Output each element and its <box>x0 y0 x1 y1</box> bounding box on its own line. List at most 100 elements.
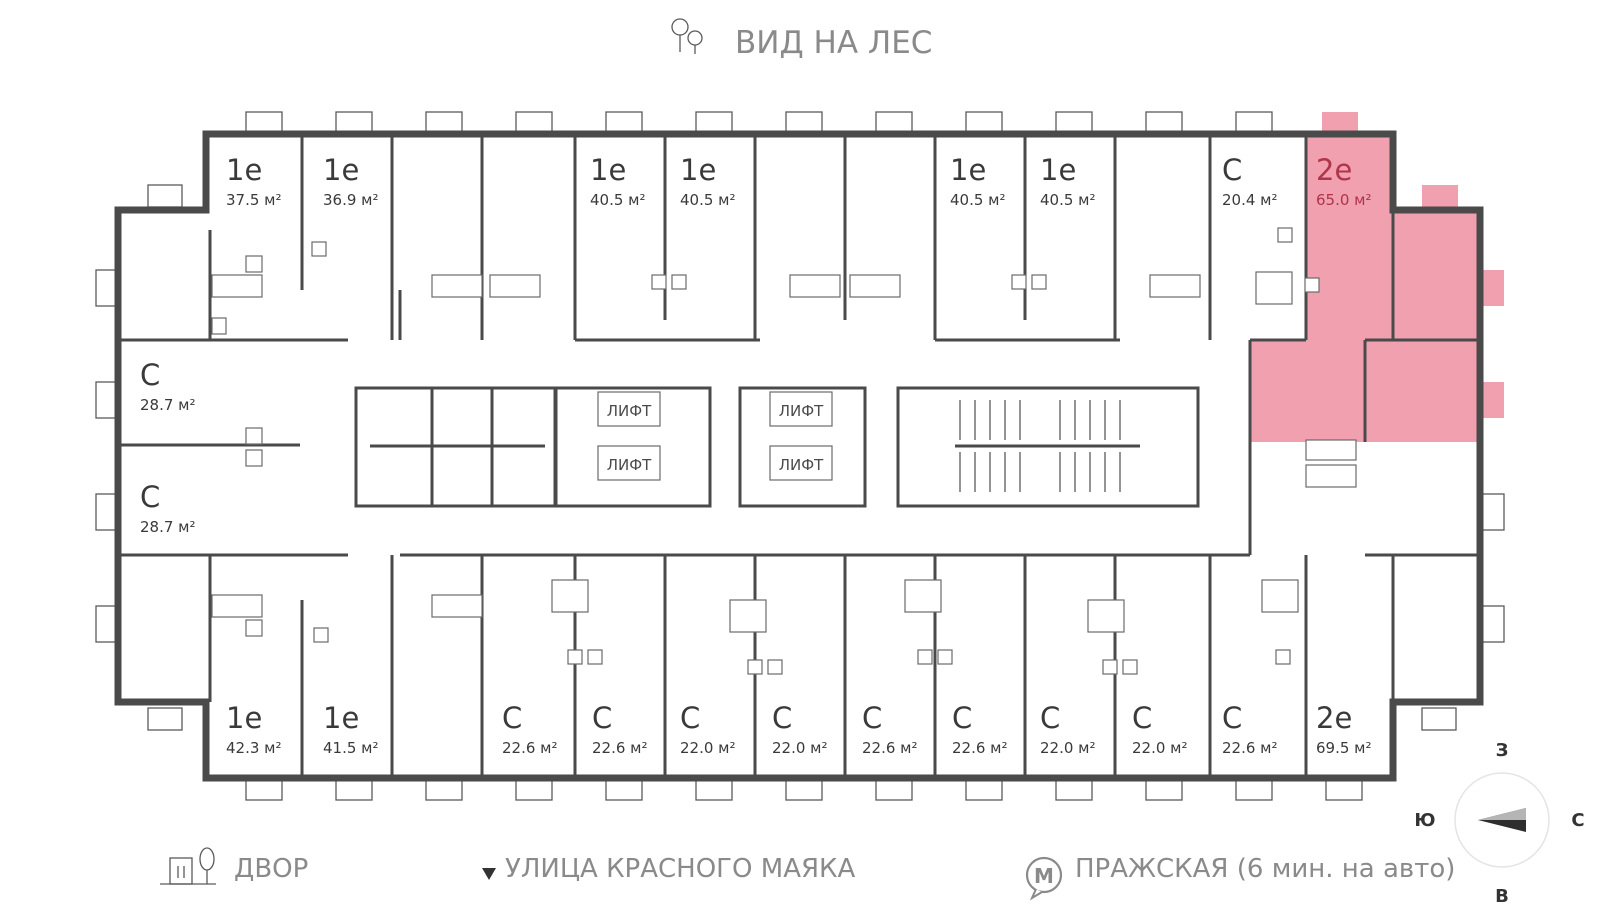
yard-label: ДВОР <box>234 854 308 884</box>
stair-treads <box>959 400 1121 492</box>
unit[interactable]: 1е 37.5 м² <box>226 153 282 209</box>
windows <box>95 111 1505 801</box>
unit[interactable]: С 22.6 м² <box>952 701 1008 757</box>
tree-icon <box>671 18 703 54</box>
unit-partitions <box>208 134 1395 778</box>
unit[interactable]: С 28.7 м² <box>140 358 196 414</box>
unit-area: 69.5 м² <box>1316 739 1372 757</box>
compass-east: С <box>1571 810 1584 831</box>
unit-type: С <box>502 701 522 735</box>
unit-area: 22.0 м² <box>1040 739 1096 757</box>
selected-unit-window <box>1322 112 1358 134</box>
unit[interactable]: 1е 40.5 м² <box>590 153 646 209</box>
metro-icon: M <box>1025 856 1063 901</box>
street-label: УЛИЦА КРАСНОГО МАЯКА <box>505 854 856 884</box>
svg-text:M: M <box>1034 864 1054 888</box>
unit-type: С <box>1132 701 1152 735</box>
selected-unit-window <box>1422 185 1458 210</box>
elevator: ЛИФТ <box>769 445 833 481</box>
unit-type: 1е <box>680 153 716 187</box>
unit-type: С <box>1222 153 1242 187</box>
elevator: ЛИФТ <box>769 391 833 427</box>
metro-label-group: M ПРАЖСКАЯ (6 мин. на авто) <box>1025 854 1455 901</box>
unit-area: 22.0 м² <box>772 739 828 757</box>
unit-area: 40.5 м² <box>1040 191 1096 209</box>
unit-area: 22.6 м² <box>952 739 1008 757</box>
corridor-walls <box>118 290 1480 557</box>
unit[interactable]: С 22.0 м² <box>680 701 736 757</box>
unit-type: 1е <box>323 153 359 187</box>
unit[interactable]: 2е 69.5 м² <box>1316 701 1372 757</box>
unit-area: 36.9 м² <box>323 191 379 209</box>
street-label-group: УЛИЦА КРАСНОГО МАЯКА <box>482 854 856 884</box>
unit-type: С <box>1222 701 1242 735</box>
unit-type: С <box>1040 701 1060 735</box>
unit[interactable]: С 22.6 м² <box>1222 701 1278 757</box>
compass-south: В <box>1495 886 1509 907</box>
unit-area: 22.6 м² <box>502 739 558 757</box>
unit[interactable]: С 22.0 м² <box>772 701 828 757</box>
unit-area: 22.0 м² <box>1132 739 1188 757</box>
unit-area: 42.3 м² <box>226 739 282 757</box>
building-core <box>354 386 1200 508</box>
unit-area: 22.6 м² <box>862 739 918 757</box>
unit[interactable]: 1е 42.3 м² <box>226 701 282 757</box>
unit-area: 28.7 м² <box>140 518 196 536</box>
unit[interactable]: 1е 41.5 м² <box>323 701 379 757</box>
unit-type: 1е <box>590 153 626 187</box>
unit-type: С <box>862 701 882 735</box>
unit[interactable]: 1е 40.5 м² <box>680 153 736 209</box>
unit-type: 2е <box>1316 701 1352 735</box>
svg-text:ЛИФТ: ЛИФТ <box>779 456 824 474</box>
unit[interactable]: 1е 36.9 м² <box>323 153 379 209</box>
metro-label: ПРАЖСКАЯ (6 мин. на авто) <box>1075 854 1455 884</box>
forest-view-header: ВИД НА ЛЕС <box>671 18 932 61</box>
compass: З В Ю С <box>1414 740 1584 907</box>
unit-type: 1е <box>226 153 262 187</box>
unit-area: 22.0 м² <box>680 739 736 757</box>
bathroom-fixtures <box>211 227 1357 675</box>
unit-type: 1е <box>226 701 262 735</box>
selected-unit-window <box>1480 382 1504 418</box>
unit-area: 37.5 м² <box>226 191 282 209</box>
unit[interactable]: С 22.6 м² <box>862 701 918 757</box>
svg-text:ЛИФТ: ЛИФТ <box>607 402 652 420</box>
unit[interactable]: 1е 40.5 м² <box>950 153 1006 209</box>
unit-area: 40.5 м² <box>950 191 1006 209</box>
compass-arrow-icon <box>1478 808 1526 832</box>
unit-area: 20.4 м² <box>1222 191 1278 209</box>
yard-label-group: ДВОР <box>160 847 308 885</box>
playground-icon <box>160 847 216 885</box>
unit-selected[interactable]: 2е 65.0 м² <box>1316 153 1372 209</box>
elevator: ЛИФТ <box>597 445 661 481</box>
unit-area: 40.5 м² <box>590 191 646 209</box>
unit[interactable]: С 22.0 м² <box>1132 701 1188 757</box>
elevator: ЛИФТ <box>597 391 661 427</box>
unit-type: С <box>140 480 160 514</box>
unit[interactable]: С 22.0 м² <box>1040 701 1096 757</box>
unit-type: С <box>680 701 700 735</box>
unit-area: 41.5 м² <box>323 739 379 757</box>
unit-type: 1е <box>1040 153 1076 187</box>
unit-area: 40.5 м² <box>680 191 736 209</box>
unit[interactable]: 1е 40.5 м² <box>1040 153 1096 209</box>
unit-type: 1е <box>323 701 359 735</box>
unit-type: С <box>952 701 972 735</box>
svg-text:ЛИФТ: ЛИФТ <box>607 456 652 474</box>
unit[interactable]: С 22.6 м² <box>502 701 558 757</box>
selected-unit-window <box>1480 270 1504 306</box>
unit-area: 22.6 м² <box>592 739 648 757</box>
unit[interactable]: С 22.6 м² <box>592 701 648 757</box>
unit[interactable]: С 28.7 м² <box>140 480 196 536</box>
unit-type: С <box>140 358 160 392</box>
unit-type: 2е <box>1316 153 1352 187</box>
unit[interactable]: С 20.4 м² <box>1222 153 1278 209</box>
triangle-down-icon <box>482 868 496 880</box>
view-label: ВИД НА ЛЕС <box>735 25 932 61</box>
unit-area: 65.0 м² <box>1316 191 1372 209</box>
svg-text:ЛИФТ: ЛИФТ <box>779 402 824 420</box>
unit-type: С <box>772 701 792 735</box>
unit-type: С <box>592 701 612 735</box>
unit-area: 22.6 м² <box>1222 739 1278 757</box>
